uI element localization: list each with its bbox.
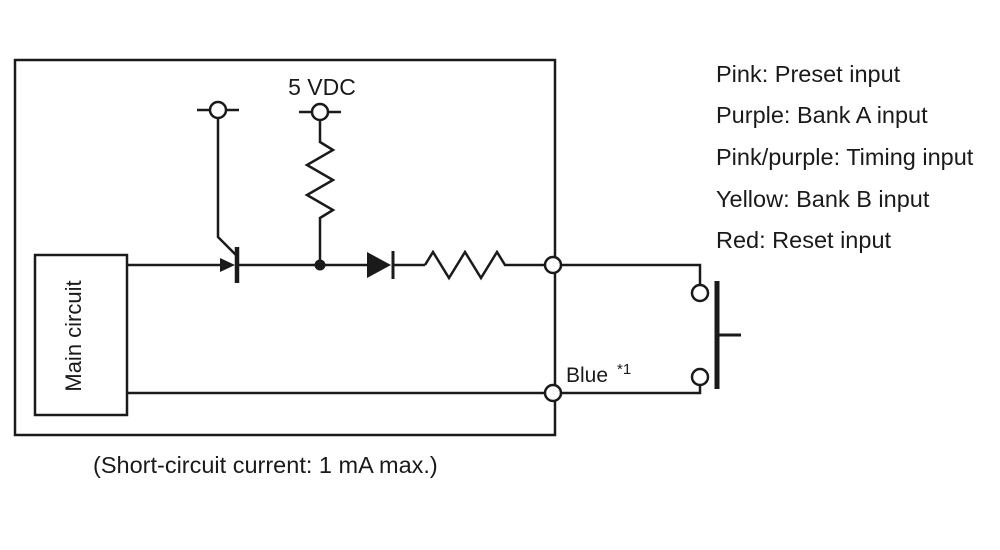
switch-contact-top-icon	[690, 283, 710, 303]
open-terminal-icon	[208, 100, 228, 120]
transistor-emitter-arrow-icon	[220, 258, 235, 272]
diode-triangle-icon	[367, 252, 391, 278]
pushbutton-switch	[714, 281, 741, 389]
output-wire-top	[561, 263, 702, 285]
supply-voltage-label: 5 VDC	[288, 74, 356, 100]
legend-item-red: Red: Reset input	[716, 227, 892, 253]
series-resistor	[423, 249, 545, 281]
legend-item-pink-purple: Pink/purple: Timing input	[716, 144, 974, 170]
output-terminal-top-icon	[543, 255, 563, 275]
main-circuit-box	[33, 253, 129, 417]
blue-wire-label: Blue	[566, 364, 608, 387]
diode-symbol	[367, 251, 395, 279]
output-terminal-bottom-icon	[543, 383, 563, 403]
pullup-resistor	[304, 120, 336, 265]
wire-junction-dot	[314, 259, 326, 271]
main-circuit-label: Main circuit	[61, 280, 86, 391]
legend-item-pink: Pink: Preset input	[716, 61, 901, 87]
transistor-symbol	[220, 247, 240, 283]
legend-item-yellow: Yellow: Bank B input	[716, 186, 930, 212]
legend-item-purple: Purple: Bank A input	[716, 102, 928, 128]
return-wire-right	[561, 385, 702, 395]
transistor-collector-wire	[216, 118, 238, 257]
wire-color-legend: Pink: Preset input Purple: Bank A input …	[716, 61, 974, 253]
supply-terminal-icon	[310, 102, 330, 122]
device-outline-box	[13, 58, 557, 437]
short-circuit-caption: (Short-circuit current: 1 mA max.)	[93, 452, 438, 478]
blue-wire-footnote: *1	[617, 361, 631, 378]
switch-contact-bottom-icon	[690, 367, 710, 387]
